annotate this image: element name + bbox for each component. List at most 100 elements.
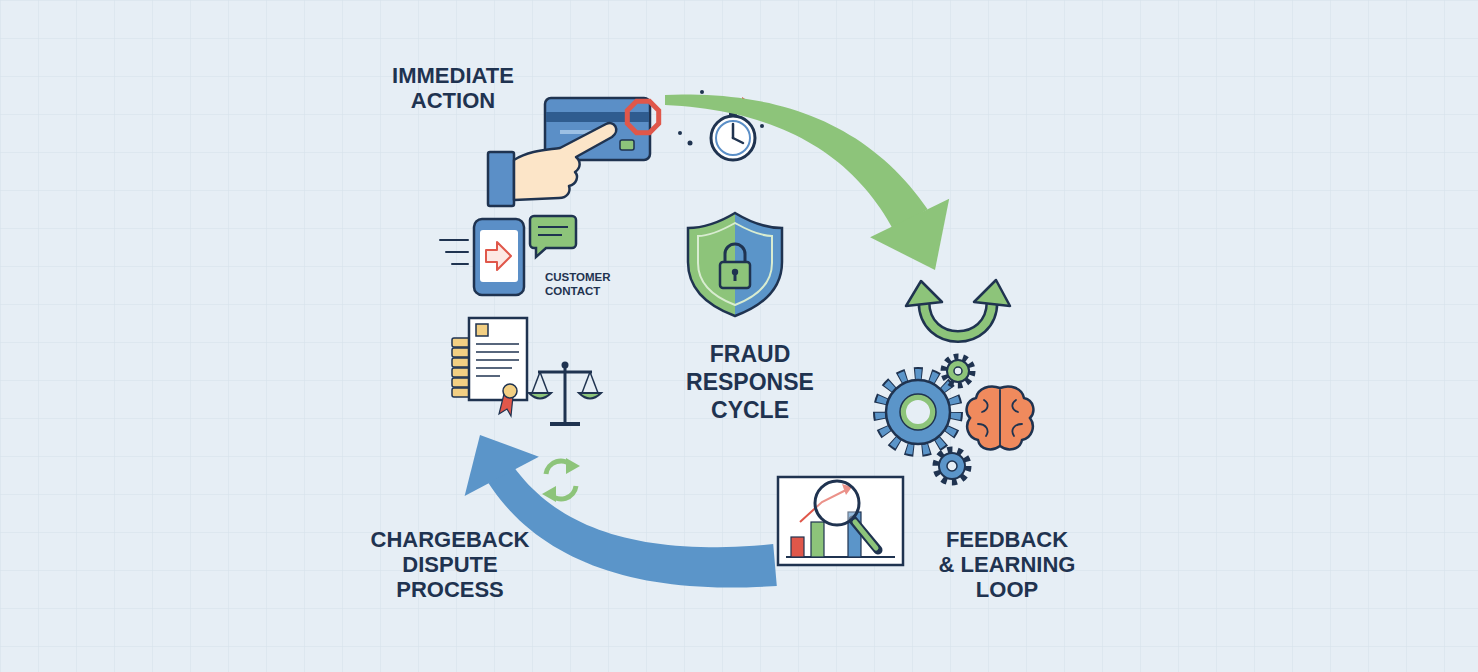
stop-octagon xyxy=(627,101,658,132)
scales-icon-part xyxy=(538,371,592,374)
small-gear-icon-part xyxy=(944,357,972,385)
speech-bubble-part xyxy=(538,226,568,228)
stage-label: FEEDBACK & LEARNING LOOP xyxy=(937,527,1077,602)
document-icon xyxy=(469,318,527,416)
document-icon-part-part xyxy=(476,343,519,345)
small-refresh-arrows xyxy=(542,458,580,502)
chart-icon xyxy=(778,477,903,565)
brain-icon-part-part xyxy=(1012,424,1022,436)
stage-node: FEEDBACK & LEARNING LOOP xyxy=(775,270,1080,605)
shield-lock-icon-part xyxy=(698,223,772,305)
speech-bubble xyxy=(530,216,576,257)
small-refresh-arrows-part xyxy=(542,486,556,502)
refresh-arrow-icon-part xyxy=(974,280,1010,306)
clock-icon-part xyxy=(716,121,750,155)
scales-icon-part xyxy=(529,393,551,399)
shield-lock-icon-part xyxy=(688,213,782,316)
credit-card-icon-part xyxy=(546,112,649,122)
clock-icon-part xyxy=(716,102,742,105)
brain-icon xyxy=(967,386,1034,449)
brain-icon-part-part xyxy=(978,424,988,436)
shield-lock-icon-part xyxy=(720,262,750,288)
gear-icon-part xyxy=(880,374,956,450)
scales-icon-part xyxy=(562,362,569,369)
phone-icon-part xyxy=(480,230,518,282)
scales-icon-part-part xyxy=(532,372,540,393)
speed-lines-part xyxy=(452,263,468,265)
shield-lock-icon xyxy=(688,205,795,325)
small-refresh-arrows-part xyxy=(566,458,580,474)
magnifier-icon-part xyxy=(815,481,859,525)
credit-card-icon-part xyxy=(620,140,634,150)
clock-icon-part xyxy=(711,116,755,160)
magnifier-icon xyxy=(815,481,878,550)
brain-icon-part-part xyxy=(982,400,988,412)
arrow-band xyxy=(665,95,928,231)
small-gear-icon xyxy=(944,357,972,385)
refresh-arrow-icon-part xyxy=(906,281,942,306)
gear-icon-part xyxy=(903,397,933,427)
gear-icon xyxy=(880,374,956,450)
document-icon-part xyxy=(476,324,488,336)
clock-icon-part xyxy=(700,90,704,94)
flow-arrow xyxy=(465,435,777,588)
chart-icon-part xyxy=(791,537,804,557)
pointing-hand-icon-part xyxy=(514,123,616,200)
arrow-head xyxy=(870,199,949,270)
speech-bubble-part xyxy=(530,216,576,257)
pointing-hand-icon xyxy=(488,123,616,206)
speed-lines-part xyxy=(446,251,468,253)
small-gear-icon-part xyxy=(939,453,965,479)
arrow-head xyxy=(465,435,539,496)
phone-icon xyxy=(474,219,524,295)
clock-icon-part xyxy=(733,138,743,143)
document-icon-part-part xyxy=(476,375,500,377)
document-icon-part-part xyxy=(476,367,512,369)
brain-icon-part-part xyxy=(999,390,1001,446)
scales-icon-part xyxy=(579,393,601,399)
stage-label: CHARGEBACK DISPUTE PROCESS xyxy=(365,527,535,602)
diagram-title: FRAUD RESPONSE CYCLE xyxy=(675,340,825,424)
scales-icon-part-part xyxy=(590,372,598,393)
scales-icon-part xyxy=(532,372,598,393)
gear-icon-part xyxy=(880,374,956,450)
phone-icon-part xyxy=(474,219,524,295)
gear-icon-part xyxy=(886,380,950,444)
stage-label: CUSTOMER CONTACT xyxy=(545,270,625,298)
chart-icon-part xyxy=(811,522,824,557)
shield-lock-icon-part xyxy=(734,273,737,281)
magnifier-icon-part xyxy=(855,522,876,548)
speech-bubble-part xyxy=(538,234,562,236)
small-gear-icon-part xyxy=(947,461,957,471)
brain-icon-part-part xyxy=(1012,400,1018,412)
document-icon-part-part xyxy=(476,351,519,353)
scales-icon xyxy=(529,362,601,425)
refresh-arrow-icon-part xyxy=(924,302,992,337)
clock-icon-part xyxy=(678,131,682,135)
shield-lock-icon-part xyxy=(725,244,745,262)
stage-node: CUSTOMER CONTACT xyxy=(438,212,613,302)
small-gear-icon-part xyxy=(954,367,962,375)
clock-icon-part xyxy=(688,141,693,146)
small-gear-icon xyxy=(936,450,968,482)
refresh-arrow-icon xyxy=(906,280,1010,337)
gear-icon-part xyxy=(900,394,936,430)
magnifier-icon-part xyxy=(853,520,878,550)
arrow-band xyxy=(488,466,776,587)
small-gear-icon-part xyxy=(936,450,968,482)
scales-icon-part-part xyxy=(582,372,590,393)
clock-icon xyxy=(678,90,764,160)
clock-icon-part xyxy=(742,97,751,109)
speed-lines xyxy=(440,240,468,264)
document-icon-part-part xyxy=(476,359,519,361)
scales-icon-part xyxy=(550,422,580,426)
stage-node: IMMEDIATE ACTION xyxy=(385,60,665,190)
document-icon-part xyxy=(469,318,527,400)
clock-icon-part xyxy=(760,124,764,128)
phone-icon-part xyxy=(486,242,511,270)
document-icon-part xyxy=(503,384,517,398)
